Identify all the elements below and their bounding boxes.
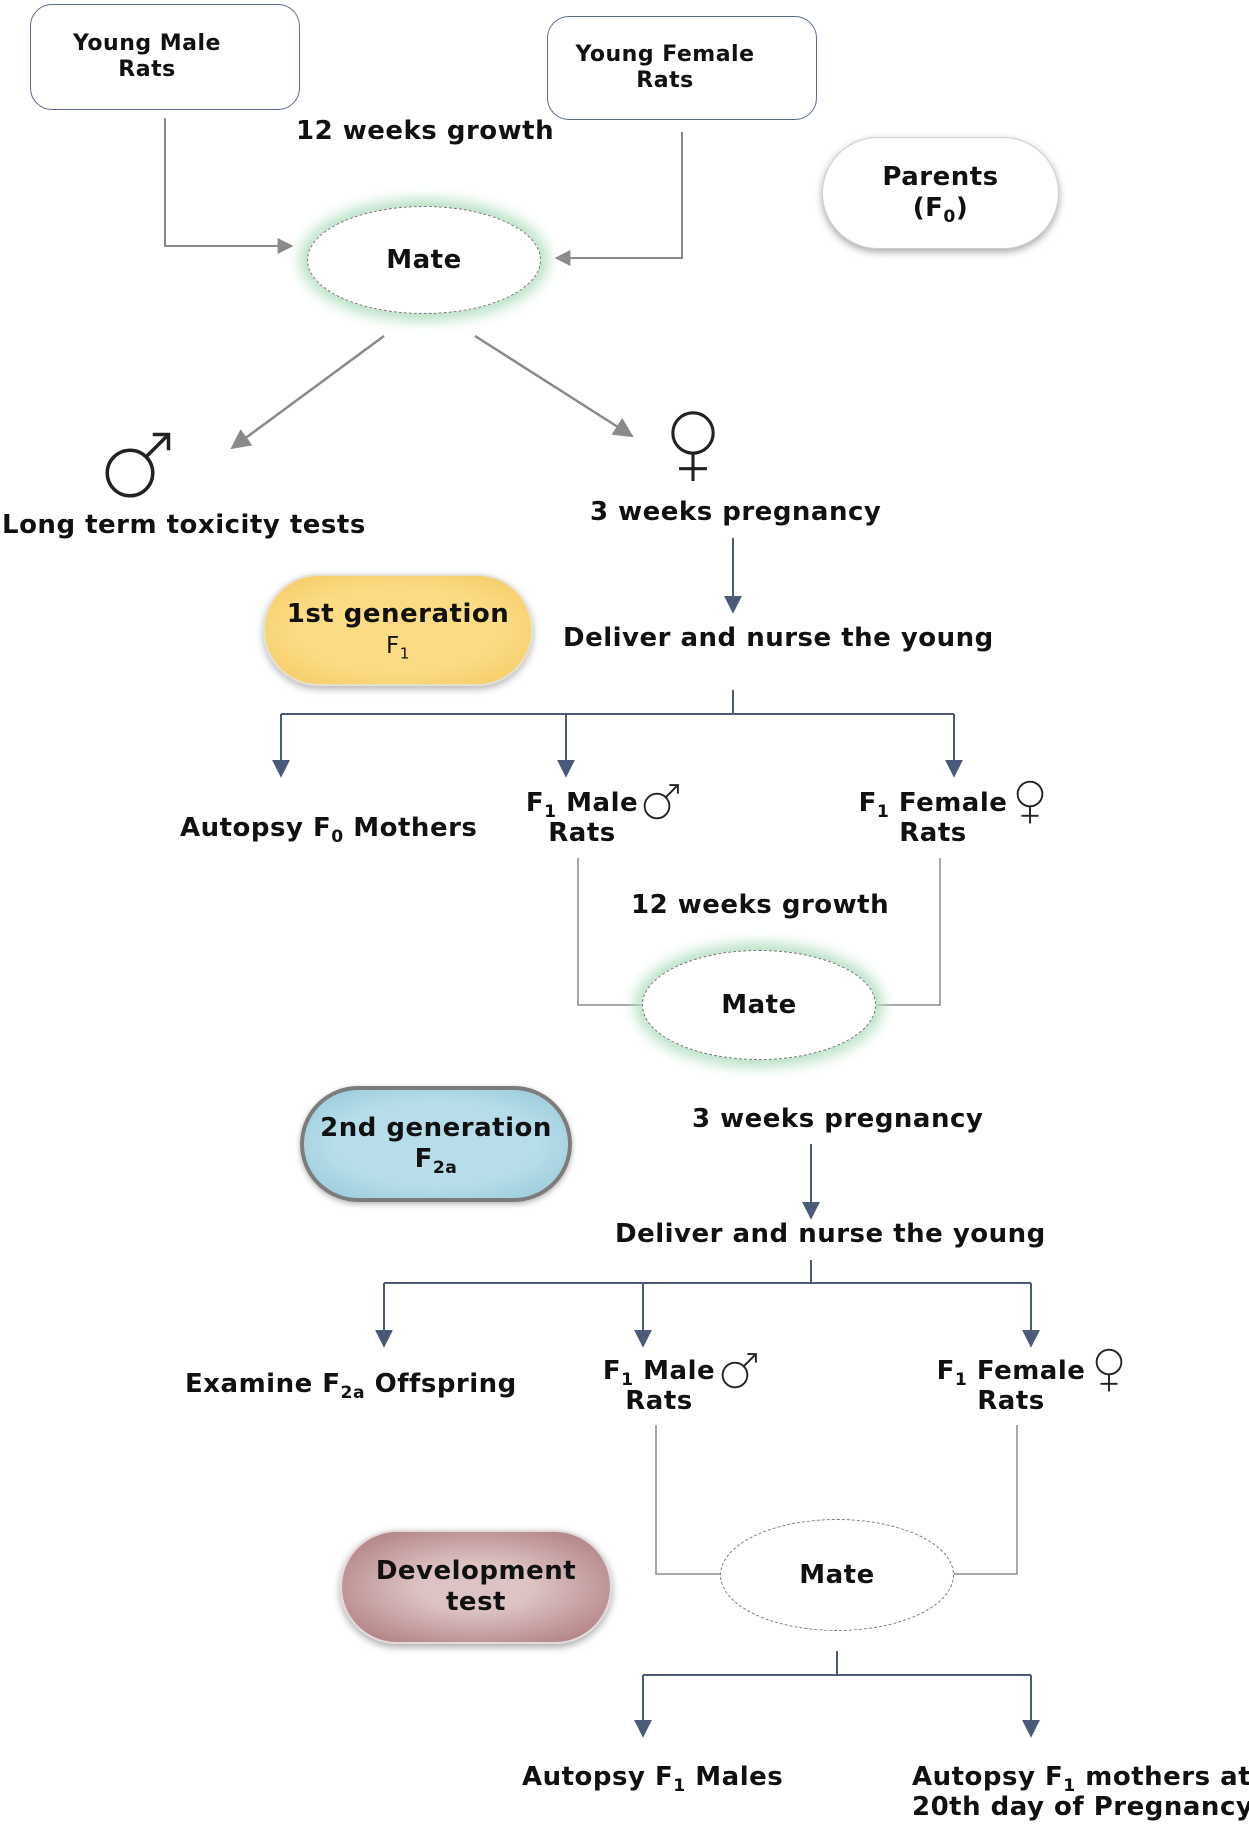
gen1-female-to-mate bbox=[876, 858, 941, 1006]
gen1-growth-label: 12 weeks growth bbox=[631, 890, 890, 920]
gen1-badge-letter: F bbox=[386, 633, 400, 659]
gen2-badge-title: 2nd generation bbox=[320, 1112, 552, 1143]
mate-to-male-offspring-arrow bbox=[230, 334, 385, 450]
autopsy-f1-mothers-line2: 20th day of Pregnancy bbox=[912, 1791, 1249, 1822]
gen1-male-to-mate bbox=[577, 858, 642, 1006]
gen2-male-to-mate bbox=[655, 1425, 720, 1575]
gen2-deliver-label: Deliver and nurse the young bbox=[615, 1219, 1046, 1249]
female-symbol-large bbox=[671, 411, 715, 483]
gen1-female-symbol bbox=[1016, 780, 1044, 825]
gen2-male-index: 1 bbox=[621, 1370, 634, 1390]
long-term-toxicity-label: Long term toxicity tests bbox=[2, 510, 366, 540]
parents-badge-label: Parents bbox=[882, 161, 999, 192]
gen1-female-index: 1 bbox=[876, 802, 890, 822]
young-female-rats-label: Rats bbox=[636, 68, 694, 93]
autopsy-f0-mothers-label: Autopsy F0 Mothers bbox=[180, 813, 478, 847]
male-symbol-large bbox=[105, 432, 171, 498]
gen1-deliver-label: Deliver and nurse the young bbox=[563, 623, 994, 653]
female-to-mate-connector bbox=[554, 132, 683, 266]
gen2-pregnancy-label: 3 weeks pregnancy bbox=[692, 1104, 984, 1134]
young-male-rats-label: Rats bbox=[118, 57, 176, 82]
parents-badge: Parents(F0) bbox=[822, 137, 1059, 249]
gen1-mate-node: Mate bbox=[642, 950, 876, 1060]
gen1-male-symbol bbox=[643, 784, 679, 820]
gen2-badge-index: 2a bbox=[432, 1158, 458, 1178]
autopsy-f0-index: 0 bbox=[331, 827, 344, 847]
parents-mate-label: Mate bbox=[386, 245, 462, 275]
gen1-male-index: 1 bbox=[544, 802, 557, 822]
gen2-male-symbol bbox=[721, 1353, 757, 1389]
gen2-mate-node: Mate bbox=[720, 1519, 954, 1631]
examine-f2a-index: 2a bbox=[340, 1383, 366, 1403]
test-label: test bbox=[446, 1587, 506, 1617]
parents-generation-index: 0 bbox=[943, 207, 956, 227]
young-male-label: Young Male bbox=[73, 30, 221, 56]
gen1-badge-index: 1 bbox=[399, 644, 410, 663]
mate-to-pregnancy-arrow bbox=[474, 334, 634, 438]
gen2-mate-label: Mate bbox=[799, 1560, 875, 1590]
parents-growth-label: 12 weeks growth bbox=[296, 116, 555, 146]
examine-f2a-offspring-label: Examine F2a Offspring bbox=[185, 1369, 517, 1403]
gen2-female-symbol bbox=[1095, 1348, 1123, 1393]
autopsy-f1-males-index: 1 bbox=[673, 1776, 686, 1796]
gen2-badge-letter: F bbox=[414, 1144, 433, 1174]
young-female-label: Young Female bbox=[575, 41, 755, 67]
development-label: Development bbox=[375, 1555, 577, 1586]
parents-generation-letter: F bbox=[925, 193, 944, 223]
autopsy-f1-males-label: Autopsy F1 Males bbox=[522, 1762, 784, 1796]
gen1-pregnancy-label: 3 weeks pregnancy bbox=[590, 497, 882, 527]
gen1-mate-label: Mate bbox=[721, 990, 797, 1020]
gen2-female-index: 1 bbox=[954, 1370, 968, 1390]
male-to-mate-connector bbox=[164, 118, 294, 254]
autopsy-f1-mothers-index: 1 bbox=[1063, 1776, 1076, 1796]
gen2-female-to-mate bbox=[954, 1425, 1018, 1575]
parents-mate-node: Mate bbox=[307, 206, 541, 314]
gen1-badge-title: 1st generation bbox=[286, 598, 510, 629]
